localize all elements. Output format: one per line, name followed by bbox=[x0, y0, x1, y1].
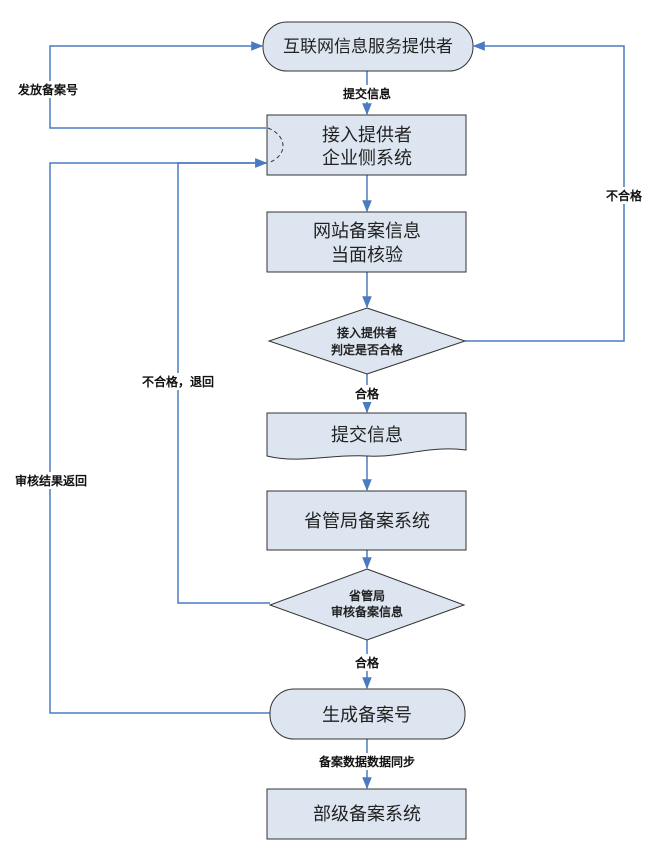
edge-labels: 提交信息 发放备案号 不合格 合格 不合格，退回 审核结果返回 合格 备案数据数… bbox=[8, 81, 650, 770]
label-submit: 提交信息 bbox=[331, 425, 403, 446]
node-province-system bbox=[266, 490, 467, 551]
node-submit bbox=[266, 412, 467, 460]
node-review bbox=[268, 568, 466, 641]
node-verify bbox=[266, 211, 467, 273]
label-edge-submit-info: 提交信息 bbox=[343, 86, 391, 101]
label-judge-line2: 判定是否合格 bbox=[331, 342, 404, 357]
label-review-line1: 省管局 bbox=[348, 588, 385, 603]
label-verify-line2: 当面核验 bbox=[331, 245, 403, 266]
label-edge-sync: 备案数据数据同步 bbox=[318, 754, 415, 769]
label-generate: 生成备案号 bbox=[322, 705, 412, 726]
label-access-line1: 接入提供者 bbox=[322, 125, 412, 146]
nodes bbox=[262, 21, 474, 840]
dashed-arc bbox=[267, 127, 284, 164]
label-edge-pass-2: 合格 bbox=[355, 655, 380, 670]
node-access-system bbox=[266, 114, 467, 176]
node-ministry-system bbox=[266, 788, 467, 840]
label-access-line2: 企业侧系统 bbox=[322, 148, 412, 169]
node-generate bbox=[269, 688, 466, 740]
node-labels: 互联网信息服务提供者 接入提供者 企业侧系统 网站备案信息 当面核验 接入提供者… bbox=[283, 37, 453, 825]
label-edge-pass-1: 合格 bbox=[355, 386, 380, 401]
label-review-line2: 审核备案信息 bbox=[331, 604, 403, 619]
node-provider bbox=[262, 21, 474, 72]
label-ministry-system: 部级备案系统 bbox=[313, 804, 421, 825]
label-province-system: 省管局备案系统 bbox=[304, 511, 430, 532]
edge-result-return bbox=[49, 158, 270, 714]
label-edge-fail-right: 不合格 bbox=[606, 188, 643, 203]
label-edge-fail-back: 不合格，退回 bbox=[142, 374, 214, 389]
label-edge-issue-number: 发放备案号 bbox=[17, 82, 78, 97]
label-edge-result-return: 审核结果返回 bbox=[15, 473, 87, 488]
node-judge bbox=[267, 307, 467, 375]
label-provider: 互联网信息服务提供者 bbox=[283, 37, 453, 57]
label-verify-line1: 网站备案信息 bbox=[313, 221, 421, 242]
label-judge-line1: 接入提供者 bbox=[337, 325, 397, 340]
